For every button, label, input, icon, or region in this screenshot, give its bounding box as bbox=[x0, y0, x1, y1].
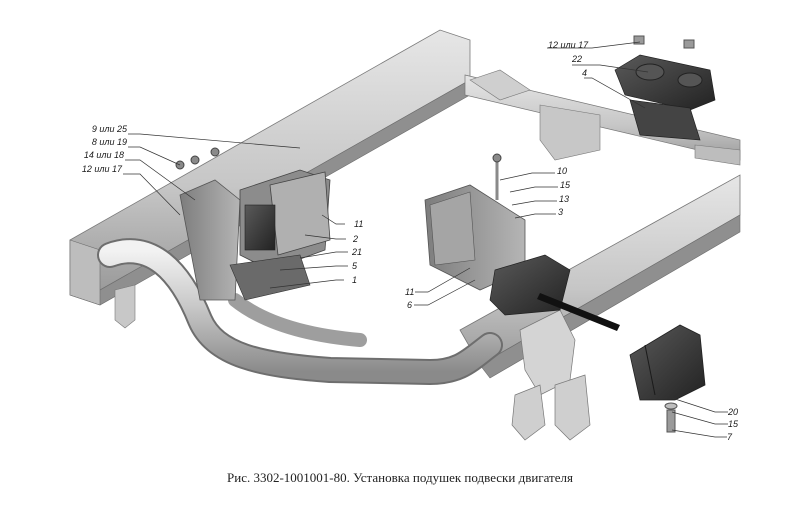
callout-2: 2 bbox=[352, 234, 358, 244]
callout-10: 10 bbox=[557, 166, 567, 176]
callout-5: 5 bbox=[352, 261, 358, 271]
cushion-20 bbox=[629, 324, 706, 433]
callout-11-right: 11 bbox=[405, 287, 414, 297]
callout-9-or-25: 9 или 25 bbox=[92, 124, 128, 134]
right-engine-mount bbox=[424, 153, 571, 316]
leader-lines bbox=[123, 41, 728, 438]
callout-15-lower: 15 bbox=[728, 419, 739, 429]
callout-8-or-19: 8 или 19 bbox=[92, 137, 127, 147]
callout-4: 4 bbox=[582, 68, 587, 78]
callout-11-left: 11 bbox=[354, 219, 363, 229]
callout-6: 6 bbox=[407, 300, 412, 310]
callout-15-upper: 15 bbox=[560, 180, 571, 190]
left-engine-mount bbox=[175, 147, 331, 301]
rear-cushion bbox=[614, 35, 716, 141]
callout-3: 3 bbox=[558, 207, 563, 217]
callout-1: 1 bbox=[352, 275, 357, 285]
left-frame-rail bbox=[69, 29, 471, 329]
callout-12-or-17-left: 12 или 17 bbox=[82, 164, 123, 174]
callout-20: 20 bbox=[727, 407, 738, 417]
exhaust-pipe bbox=[97, 238, 503, 386]
callout-13: 13 bbox=[559, 194, 569, 204]
right-frame-rail bbox=[459, 174, 741, 441]
callout-22: 22 bbox=[571, 54, 582, 64]
callout-12-or-17-top: 12 или 17 bbox=[548, 40, 589, 50]
callout-7: 7 bbox=[727, 432, 733, 442]
pointer-arrow bbox=[537, 293, 620, 331]
figure-caption: Рис. 3302-1001001-80. Установка подушек … bbox=[227, 470, 573, 485]
cross-member bbox=[464, 69, 741, 166]
callout-21: 21 bbox=[351, 247, 362, 257]
callout-14-or-18: 14 или 18 bbox=[84, 150, 124, 160]
callout-labels: 12 или 17 22 4 9 или 25 8 или 19 14 или … bbox=[82, 40, 739, 442]
